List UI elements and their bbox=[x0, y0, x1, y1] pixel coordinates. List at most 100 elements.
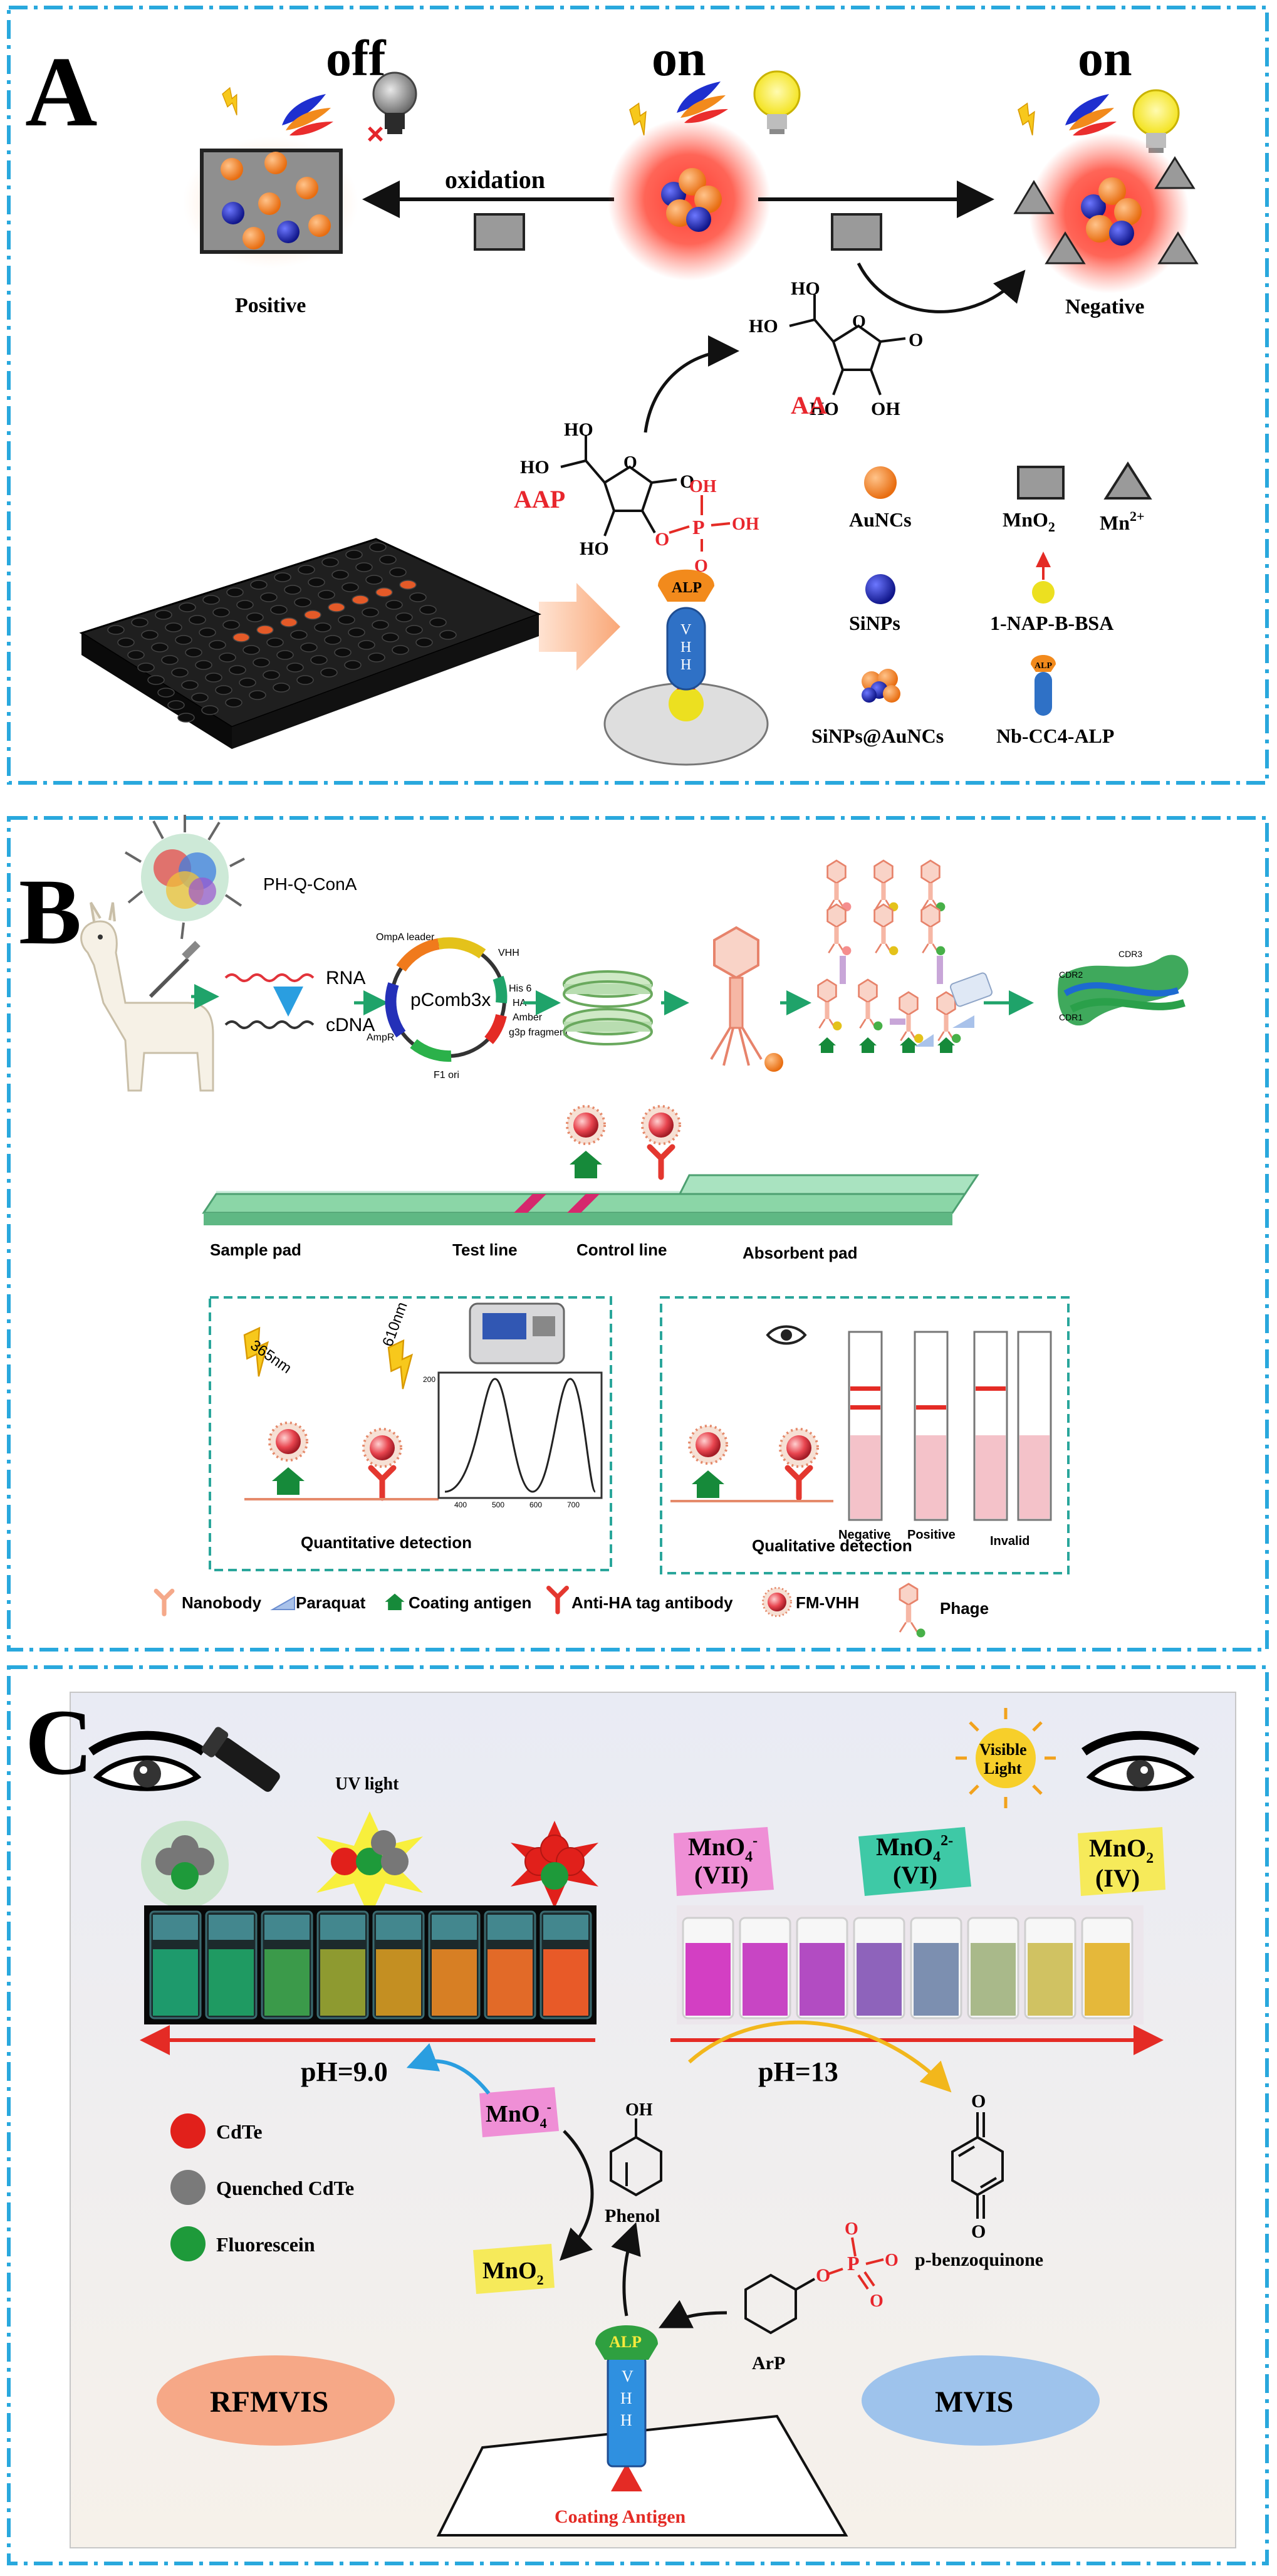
small-phage bbox=[936, 991, 961, 1043]
plate-well bbox=[321, 557, 339, 567]
plasmid-ha: HA bbox=[513, 998, 527, 1008]
flashlight-icon bbox=[201, 1727, 280, 1792]
plate-well bbox=[344, 660, 362, 670]
plate-well bbox=[263, 670, 280, 680]
aap-o-keto: O bbox=[680, 471, 694, 492]
uv-vial-liquid bbox=[376, 1949, 421, 2016]
small-phage bbox=[873, 903, 899, 955]
legend-nap: 1-NAP-B-BSA bbox=[990, 612, 1113, 634]
plate-well bbox=[290, 630, 308, 640]
aap-p: P bbox=[692, 516, 705, 538]
alp-label: ALP bbox=[672, 580, 702, 596]
plate-well bbox=[399, 580, 417, 590]
ph-q-cona-label: PH-Q-ConA bbox=[263, 874, 357, 894]
legend-antiha: Anti-HA tag antibody bbox=[571, 1593, 733, 1612]
legend-mno2: MnO2 bbox=[1003, 508, 1055, 535]
x-mark-icon: × bbox=[367, 118, 384, 151]
plate-well bbox=[253, 657, 270, 668]
plate-well bbox=[304, 610, 321, 620]
uv-vial-cap bbox=[209, 1915, 254, 1940]
pbq-o-top: O bbox=[971, 2091, 986, 2112]
plate-well bbox=[273, 683, 290, 693]
plate-well bbox=[348, 627, 365, 637]
plate-well bbox=[405, 625, 423, 635]
oxidation-label: oxidation bbox=[445, 165, 545, 194]
uv-vial-cap bbox=[487, 1915, 533, 1940]
uv-vial-cap bbox=[376, 1915, 421, 1940]
phenol-molecule bbox=[610, 2118, 662, 2197]
plate-well bbox=[205, 673, 222, 683]
aap-o-ring: O bbox=[623, 453, 637, 473]
tag-iv-text: (IV) bbox=[1095, 1864, 1140, 1892]
plate-well bbox=[308, 577, 325, 587]
plate-well bbox=[242, 645, 260, 655]
pbq-label: p-benzoquinone bbox=[915, 2249, 1043, 2270]
spectrum-curve bbox=[444, 1378, 597, 1493]
qual-negative-label: Negative bbox=[838, 1528, 890, 1542]
small-phage bbox=[920, 903, 946, 955]
uv-vials bbox=[144, 1905, 597, 2024]
uv-vial-liquid bbox=[320, 1949, 365, 2016]
plasmid-name: pComb3x bbox=[410, 990, 491, 1010]
visible-vial-liquid bbox=[857, 1943, 902, 2016]
plate-well bbox=[352, 595, 369, 605]
aap-ho-3: HO bbox=[580, 538, 609, 559]
quantitative-box: 200 400 500 600 700 bbox=[209, 1296, 612, 1571]
visible-vial-liquid bbox=[1085, 1943, 1130, 2016]
c-vhh-v: V bbox=[622, 2367, 633, 2385]
small-phage bbox=[826, 859, 852, 911]
uv-vial-liquid bbox=[487, 1949, 533, 2016]
uv-vial-cap bbox=[153, 1915, 198, 1940]
uv-vial-liquid bbox=[432, 1949, 477, 2016]
pbq-molecule bbox=[951, 2112, 1004, 2219]
coating-antigen-icon bbox=[818, 1037, 836, 1053]
spectrum-tick-2: 500 bbox=[492, 1500, 504, 1509]
plate-well bbox=[294, 597, 311, 607]
aa-oh: OH bbox=[871, 399, 900, 419]
uv-vial-cap bbox=[264, 1915, 310, 1940]
aa-ho-3: HO bbox=[810, 399, 839, 419]
legend-nb: Nb-CC4-ALP bbox=[996, 725, 1114, 747]
plate-well bbox=[199, 627, 216, 637]
spectrum-tick-3: 600 bbox=[529, 1500, 542, 1509]
cluster-quenched bbox=[141, 1821, 229, 1908]
aap-o-bridge: O bbox=[655, 529, 669, 550]
rna-label: RNA bbox=[326, 968, 365, 988]
c-vhh-h1: H bbox=[620, 2389, 632, 2407]
plate-well bbox=[298, 565, 315, 575]
bulb-off-icon bbox=[372, 71, 417, 134]
plate-well bbox=[229, 665, 246, 675]
plate-well bbox=[117, 637, 135, 647]
legend-b: Nanobody Paraquat Coating antigen Anti-H… bbox=[156, 1583, 989, 1638]
legend-c: CdTe Quenched CdTe Fluorescein bbox=[170, 2113, 354, 2261]
plate-well bbox=[167, 700, 185, 710]
plate-well bbox=[324, 635, 341, 645]
eye-right-icon bbox=[1081, 1730, 1200, 1791]
uv-light-label: UV light bbox=[335, 1774, 399, 1794]
coating-antigen-label: Coating Antigen bbox=[555, 2506, 686, 2527]
plate-well bbox=[310, 655, 328, 665]
plate-well bbox=[345, 550, 363, 560]
tag-mno2 bbox=[1078, 1827, 1165, 1896]
vhh-letter-v: V bbox=[680, 622, 692, 638]
plate-well bbox=[209, 640, 226, 650]
visible-vial-liquid bbox=[743, 1943, 788, 2016]
state-on-center-label: on bbox=[652, 29, 706, 86]
plate-well bbox=[372, 620, 389, 630]
cdr1-label: CDR1 bbox=[1059, 1012, 1083, 1022]
plate-well bbox=[355, 562, 373, 572]
plasmid-ompa: OmpA leader bbox=[376, 932, 435, 943]
strip-positive bbox=[914, 1331, 949, 1521]
plate-well bbox=[300, 642, 318, 652]
rfmvis-oval bbox=[157, 2355, 395, 2446]
center-mno4-text: MnO4- bbox=[486, 2099, 551, 2131]
plate-well bbox=[127, 650, 145, 660]
plasmid-his: His 6 bbox=[509, 983, 532, 994]
plate-well bbox=[147, 675, 165, 685]
plate-well bbox=[280, 617, 298, 627]
petri-dishes bbox=[563, 970, 653, 1045]
arp-molecule bbox=[744, 2273, 815, 2335]
plate-well bbox=[385, 600, 403, 610]
small-phage bbox=[858, 978, 883, 1030]
plate-well bbox=[338, 615, 355, 625]
